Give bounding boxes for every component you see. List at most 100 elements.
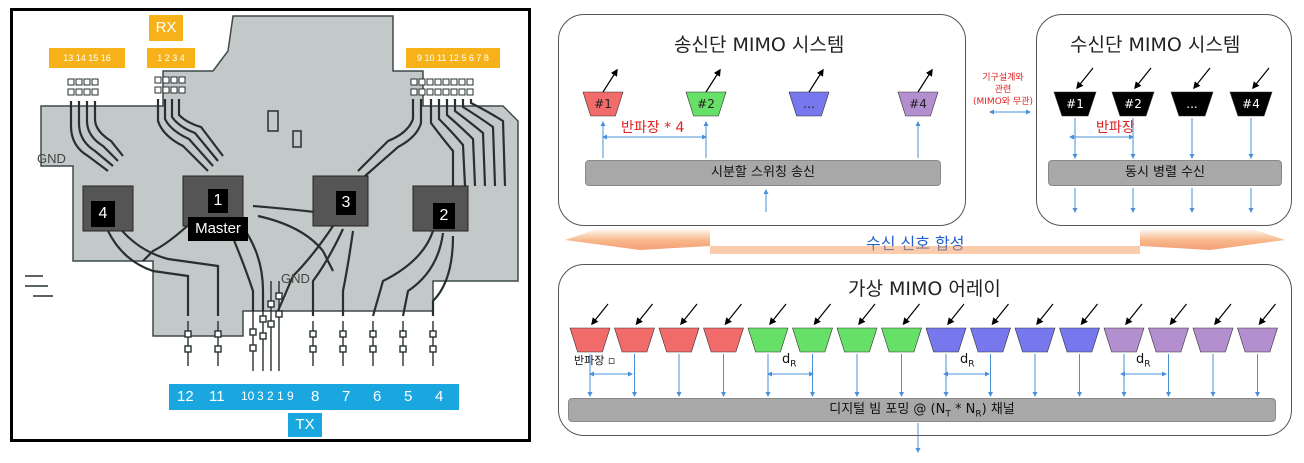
va-antenna-9-rx-arrow [947, 303, 965, 326]
tx-antenna-2 [685, 91, 727, 117]
tx-num-3: 3 [257, 389, 264, 403]
pcb-traces [69, 99, 507, 317]
tx-pins [184, 281, 437, 371]
tx-num-1: 1 [277, 389, 284, 403]
va-antenna-14 [1148, 327, 1189, 353]
va-antenna-12 [1059, 327, 1100, 353]
note-line-1: 기구설계와 [982, 73, 1024, 83]
va-antenna-7 [836, 327, 878, 353]
tx-antenna-3 [788, 91, 830, 117]
rx-label: RX [149, 15, 183, 41]
rx-antenna-2 [1111, 91, 1155, 117]
tx-num-2: 2 [267, 389, 274, 403]
tx-num-4: 4 [435, 388, 444, 405]
tx-antenna-1 [582, 91, 624, 117]
rx-antenna-3 [1170, 91, 1214, 117]
va-antenna-1-rx-arrow [591, 303, 609, 326]
virtual-array-title: 가상 MIMO 어레이 [848, 278, 1001, 300]
va-antenna-12-rx-arrow [1080, 303, 1098, 326]
tx-antenna-1-tx-arrow [602, 68, 618, 93]
tx-switching-bar: 시분할 스위칭 송신 [585, 160, 941, 186]
va-antenna-2-rx-arrow [635, 303, 653, 326]
tx-num-8: 8 [311, 388, 320, 405]
antenna-group: #1#2...#4#1#2...#4 [569, 67, 1278, 397]
pcb-drawing [25, 15, 519, 371]
gnd-label-left: GND [37, 151, 66, 166]
tx-half-wave-note: 반파장 * 4 [621, 120, 685, 136]
note-line-2: 관련 [994, 85, 1012, 95]
tx-antenna-1-label: #1 [594, 97, 612, 111]
rx-antenna-4 [1229, 91, 1273, 117]
gnd-label-center: GND [281, 271, 310, 286]
rx-half-wave-note: 반파장 [1096, 120, 1135, 136]
half-wave-label: 반파장 ▫ [574, 354, 616, 367]
tx-num-12: 12 [177, 388, 194, 405]
va-antenna-11 [1014, 327, 1056, 353]
tx-number-bar: 12 11 10 3 2 1 9 8 7 6 5 4 [169, 384, 459, 410]
va-antenna-11-rx-arrow [1036, 303, 1054, 326]
tx-num-10: 10 [241, 389, 255, 403]
va-antenna-5-rx-arrow [769, 303, 787, 326]
va-antenna-1 [569, 327, 611, 353]
tx-antenna-3-tx-arrow [808, 68, 824, 93]
tx-num-11: 11 [209, 388, 225, 405]
va-antenna-9 [925, 327, 967, 353]
va-antenna-14-rx-arrow [1169, 303, 1187, 326]
rx-group-2: 1 2 3 4 [147, 48, 195, 68]
va-antenna-5 [747, 327, 789, 353]
chip-2-label: 2 [433, 203, 455, 229]
va-antenna-10 [970, 327, 1011, 353]
dbf-mid: * N [950, 402, 976, 417]
dbf-sub-t: T [945, 409, 951, 420]
va-antenna-16 [1237, 327, 1278, 353]
va-antenna-7-rx-arrow [858, 303, 876, 326]
va-antenna-15 [1192, 327, 1234, 353]
va-antenna-3 [658, 327, 700, 353]
va-antenna-6 [792, 327, 833, 353]
va-antenna-16-rx-arrow [1258, 303, 1276, 326]
rx-antenna-1 [1053, 91, 1097, 117]
rx-group-3: 9 10 11 12 5 6 7 8 [406, 48, 500, 68]
combine-fan-center [710, 246, 1140, 254]
rx-antenna-1-rx-arrow [1076, 67, 1094, 90]
pcb-marks [25, 110, 302, 297]
tx-antenna-3-label: ... [803, 97, 814, 111]
va-antenna-2 [614, 327, 655, 353]
chip-4-label: 4 [91, 201, 115, 227]
rx-system-title: 수신단 MIMO 시스템 [1070, 34, 1241, 56]
va-antenna-13-rx-arrow [1125, 303, 1143, 326]
chip-1-label: 1 [208, 189, 228, 213]
va-antenna-10-rx-arrow [991, 303, 1009, 326]
va-antenna-15-rx-arrow [1214, 303, 1232, 326]
rx-group-1: 13 14 15 16 [49, 48, 125, 68]
rx-antenna-3-label: ... [1186, 97, 1197, 111]
va-antenna-4 [703, 327, 744, 353]
tx-num-7: 7 [342, 388, 351, 405]
tx-antenna-4-label: #4 [909, 97, 927, 111]
rx-antenna-4-rx-arrow [1252, 67, 1270, 90]
dbf-sub-r: R [975, 409, 982, 420]
va-antenna-3-rx-arrow [680, 303, 698, 326]
tx-system-title: 송신단 MIMO 시스템 [674, 34, 845, 56]
tx-num-9: 9 [287, 389, 294, 403]
master-label: Master [188, 217, 248, 241]
dbf-prefix: 디지털 빔 포밍 @ (N [829, 402, 946, 417]
rx-system-panel [1036, 14, 1292, 226]
va-antenna-4-rx-arrow [724, 303, 742, 326]
va-antenna-6-rx-arrow [813, 303, 831, 326]
note-line-3: (MIMO와 무관) [973, 97, 1033, 107]
rx-antenna-2-rx-arrow [1134, 67, 1152, 90]
tx-antenna-2-label: #2 [697, 97, 715, 111]
tx-num-6: 6 [373, 388, 382, 405]
rx-antenna-1-label: #1 [1066, 97, 1084, 111]
digital-beamforming-bar: 디지털 빔 포밍 @ (NT * NR) 채널 [568, 398, 1276, 422]
rx-antenna-3-rx-arrow [1193, 67, 1211, 90]
tx-antenna-4 [897, 91, 939, 117]
tx-label: TX [288, 413, 322, 437]
va-antenna-8-rx-arrow [902, 303, 920, 326]
rx-antenna-4-label: #4 [1242, 97, 1260, 111]
chip-3-label: 3 [336, 191, 356, 215]
combine-fan-left [565, 228, 710, 250]
combine-fan-right [1140, 228, 1285, 250]
